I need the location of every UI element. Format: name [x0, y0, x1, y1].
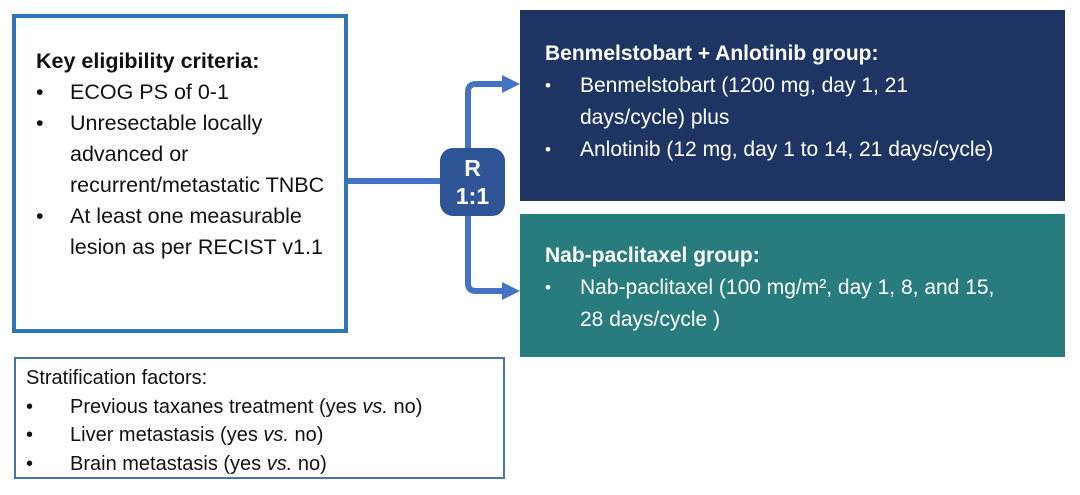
group1-item-text: Anlotinib (12 mg, day 1 to 14, 21 days/c…: [580, 138, 994, 161]
bullet-icon: •: [36, 204, 44, 228]
strat-text-vs: vs.: [263, 424, 289, 446]
eligibility-item: • At least one measurable lesion as per …: [36, 201, 336, 263]
bullet-icon: •: [545, 76, 551, 95]
randomization-r-label: R: [464, 155, 481, 181]
group2-item: • Nab-paclitaxel (100 mg/m², day 1, 8, a…: [545, 272, 1035, 336]
strat-text-pre: Brain metastasis (yes: [70, 452, 267, 475]
group1-item-text: Benmelstobart (1200 mg, day 1, 21 days/c…: [580, 74, 909, 129]
stratification-item-text: Liver metastasis (yes vs. no): [70, 421, 495, 450]
bullet-icon: •: [36, 111, 44, 135]
arrow-down-elbow: [465, 212, 503, 294]
strat-text-vs: vs.: [362, 395, 388, 418]
randomization-ratio-label: 1:1: [455, 183, 490, 209]
eligibility-box: Key eligibility criteria: • ECOG PS of 0…: [12, 14, 348, 333]
group1-item: • Benmelstobart (1200 mg, day 1, 21 days…: [545, 70, 1035, 134]
arrow-up-head: [502, 75, 520, 93]
benmelstobart-anlotinib-group-box: Benmelstobart + Anlotinib group: • Benme…: [520, 10, 1065, 201]
stratification-item-text: Brain metastasis (yes vs. no): [70, 450, 495, 479]
strat-text-pre: Previous taxanes treatment (yes: [70, 395, 363, 418]
strat-text-pre: Liver metastasis (yes: [70, 424, 264, 446]
bullet-icon: •: [26, 424, 34, 446]
randomization-node: R 1:1: [440, 148, 505, 216]
eligibility-item-text: Unresectable locally advanced or recurre…: [70, 111, 325, 197]
bullet-icon: •: [36, 80, 44, 104]
eligibility-title: Key eligibility criteria:: [36, 49, 260, 73]
strat-text-post: no): [292, 452, 327, 475]
stratification-box: Stratification factors: • Previous taxan…: [14, 357, 505, 479]
eligibility-item: • ECOG PS of 0-1: [36, 77, 336, 108]
group2-item-text: Nab-paclitaxel (100 mg/m², day 1, 8, and…: [580, 276, 995, 331]
group2-title: Nab-paclitaxel group:: [545, 244, 760, 267]
stratification-title: Stratification factors:: [26, 367, 208, 389]
stratification-item: • Brain metastasis (yes vs. no): [26, 450, 495, 479]
strat-text-post: no): [387, 395, 423, 418]
bullet-icon: •: [26, 452, 34, 475]
group1-title: Benmelstobart + Anlotinib group:: [545, 42, 879, 65]
strat-text-vs: vs.: [266, 452, 293, 475]
eligibility-item-text: At least one measurable lesion as per RE…: [70, 204, 323, 259]
stratification-item-text: Previous taxanes treatment (yes vs. no): [70, 393, 495, 422]
strat-text-post: no): [288, 424, 324, 446]
group1-item: • Anlotinib (12 mg, day 1 to 14, 21 days…: [545, 134, 1035, 166]
bullet-icon: •: [545, 140, 551, 159]
bullet-icon: •: [26, 395, 34, 418]
eligibility-item-text: ECOG PS of 0-1: [70, 80, 229, 104]
stratification-item: • Previous taxanes treatment (yes vs. no…: [26, 393, 495, 422]
bullet-icon: •: [545, 278, 551, 297]
stratification-item: • Liver metastasis (yes vs. no): [26, 421, 495, 450]
nab-paclitaxel-group-box: Nab-paclitaxel group: • Nab-paclitaxel (…: [520, 214, 1065, 357]
arrow-up-elbow: [465, 81, 503, 152]
arrow-down-head: [502, 282, 520, 300]
eligibility-item: • Unresectable locally advanced or recur…: [36, 108, 336, 201]
